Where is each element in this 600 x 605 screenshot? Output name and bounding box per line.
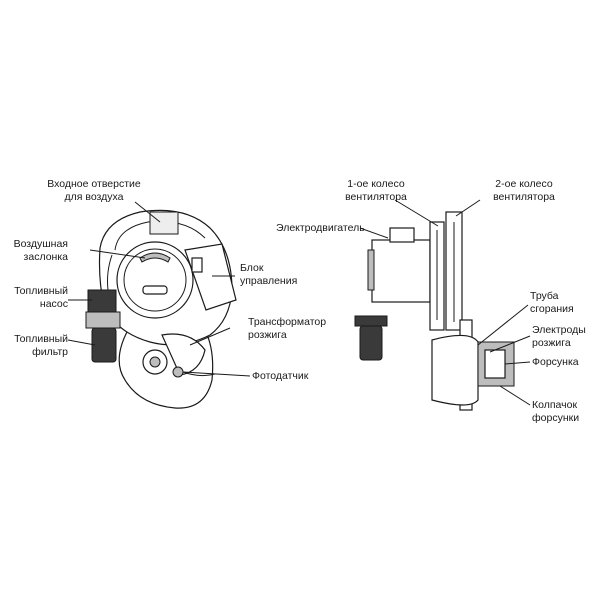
front-pump-block [85,311,121,329]
side-motor-fins [367,249,375,291]
front-sensor-wire [182,371,216,377]
front-round-cover [116,241,194,319]
side-view-drawing [354,211,515,411]
leader-lines [67,199,531,406]
front-round-cover-inner [123,248,187,312]
side-nozzle-shape [484,349,506,379]
front-fuel-pump-shape [87,289,117,313]
leader-fan-wheel-2 [455,199,481,217]
side-combustion-tube-shape [431,334,479,406]
label-motor: Электродвигатель [276,222,365,234]
front-housing-rim [114,220,206,251]
front-photo-sensor-shape [172,366,184,378]
leader-nozzle [504,361,531,365]
leader-ignition-electrodes [489,335,531,353]
leader-fuel-filter [67,339,96,346]
front-fuel-line [107,254,113,291]
front-control-unit-window [191,257,203,273]
leader-fan-wheel-1 [394,199,439,227]
leader-air-damper [89,249,146,259]
front-fuel-filter-shape [91,327,117,363]
side-pump-shape [354,315,388,327]
label-photo-sensor: Фотодатчик [252,370,309,382]
front-air-inlet-shape [149,211,179,235]
leader-ignition-transformer [189,327,231,346]
leader-motor [359,227,389,239]
side-motor-shape [371,239,431,303]
leader-nozzle-cap [499,385,531,406]
front-cover-slot [142,285,168,295]
leader-photo-sensor [182,371,251,377]
leader-air-inlet [134,201,161,223]
front-damper-shape [139,252,171,263]
leader-combustion-tube [477,304,529,346]
front-nozzle-core [149,356,161,368]
side-motor-top [389,227,415,243]
front-view-drawing [85,209,237,409]
side-filter-shape [359,325,383,361]
label-nozzle: Форсунка [532,356,579,368]
